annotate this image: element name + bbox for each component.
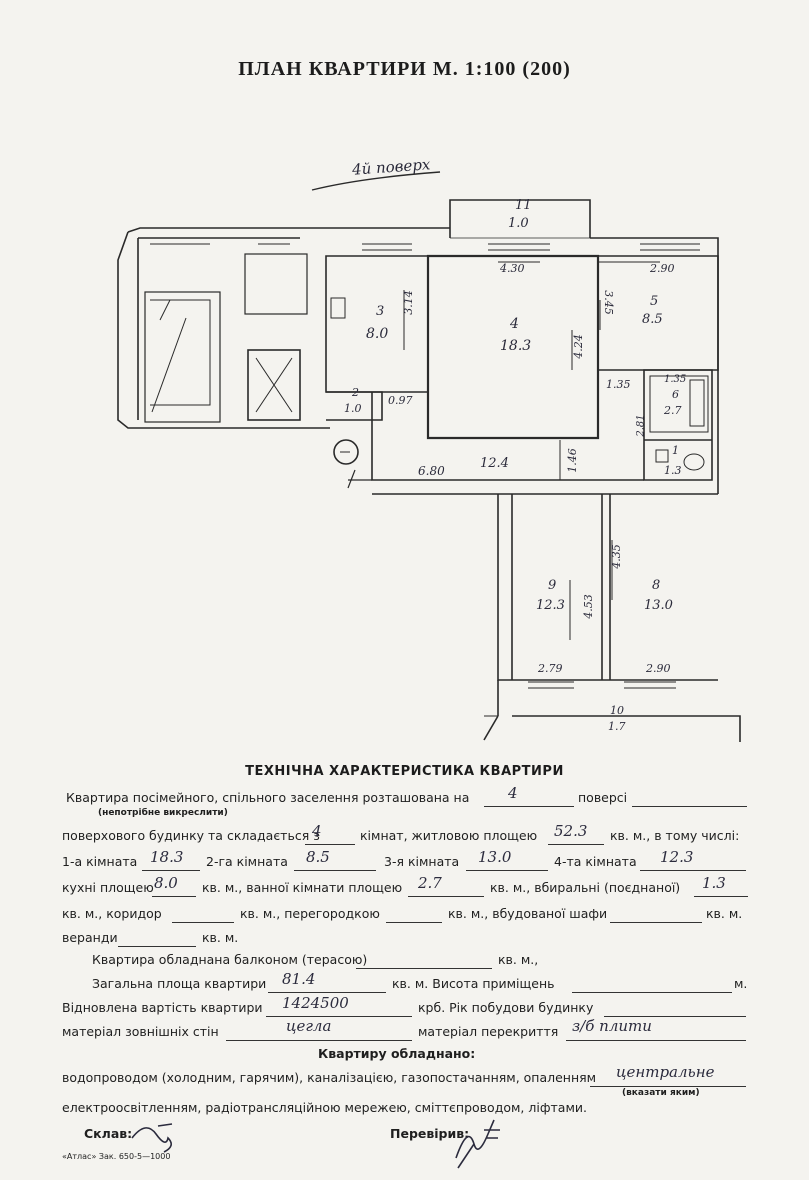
room-area: 1.7 [608, 720, 626, 733]
room-area: 8.0 [366, 326, 389, 342]
room2-area: 8.5 [306, 848, 330, 866]
floor-value: 4 [508, 784, 518, 802]
dimension: 6.80 [418, 464, 445, 478]
room-area: 1.0 [508, 216, 529, 231]
living-area: 52.3 [554, 822, 588, 840]
room-area: 12.4 [480, 456, 509, 471]
room4-area: 12.3 [660, 848, 694, 866]
room-label: 10 [610, 704, 624, 717]
dimension: 4.53 [581, 594, 595, 619]
room-area: 2.7 [664, 404, 682, 417]
dimension: 4.24 [571, 334, 585, 359]
text-line: веранди [62, 930, 118, 945]
text-line: крб. Рік побудови будинку [418, 1000, 594, 1015]
text-line: кв. м., ванної кімнати площею [202, 880, 403, 895]
dimension: 0.97 [388, 394, 413, 407]
room-label: 2 [352, 386, 359, 399]
room-label: 8 [652, 578, 661, 593]
room-label: 4 [510, 316, 519, 332]
floor-material: з/б плити [572, 1017, 652, 1035]
text-line: електроосвітленням, радіотрансляційною м… [62, 1100, 587, 1115]
floor-plan [117, 171, 741, 742]
room1-area: 18.3 [150, 848, 184, 866]
text-line: кв. м., вбиральні (поєднаної) [490, 880, 681, 895]
dimension: 1.35 [664, 374, 687, 385]
text-line: кв. м., перегородкою [240, 906, 380, 921]
text-line: Загальна площа квартири [92, 976, 267, 991]
text-line: кухні площею [62, 880, 154, 895]
room3-area: 13.0 [478, 848, 512, 866]
text-line: кв. м., [498, 952, 539, 967]
room-label: 6 [672, 388, 679, 401]
text-line: кімнат, житловою площею [360, 828, 538, 843]
dimension: 2.81 [635, 414, 647, 437]
checked-label: Перевірив: [390, 1126, 470, 1141]
dimension: 2.90 [646, 662, 671, 675]
apartment-value: 1424500 [282, 994, 349, 1012]
kitchen-area: 8.0 [154, 874, 178, 892]
text-line: Відновлена вартість квартири [62, 1000, 263, 1015]
text-line: 4-та кімната [554, 854, 637, 869]
text-line: м. [734, 976, 748, 991]
dimension: 3.14 [401, 290, 415, 315]
text-line: кв. м., вбудованої шафи [448, 906, 608, 921]
heating-type: центральне [616, 1063, 715, 1081]
dimension: 2.79 [538, 662, 563, 675]
room-area: 8.5 [642, 312, 663, 327]
room-label: 3 [376, 304, 385, 319]
text-line: кв. м. [202, 930, 239, 945]
rooms-count: 4 [312, 822, 322, 840]
page-title: ПЛАН КВАРТИРИ М. 1:100 (200) [238, 58, 571, 80]
text-line: 3-я кімната [384, 854, 460, 869]
text-line: водопроводом (холодним, гарячим), каналі… [62, 1070, 597, 1085]
wall-material: цегла [286, 1017, 332, 1035]
wc-area: 1.3 [702, 874, 726, 892]
hint: (непотрібне викреслити) [98, 808, 228, 818]
tech-heading: ТЕХНІЧНА ХАРАКТЕРИСТИКА КВАРТИРИ [245, 764, 564, 779]
room-area: 1.0 [344, 402, 362, 415]
text-line: кв. м., коридор [62, 906, 162, 921]
text-line: Квартира обладнана балконом (терасою) [92, 952, 368, 967]
room-area: 18.3 [500, 338, 532, 354]
text-line: кв. м. [706, 906, 743, 921]
signature-checker [455, 1119, 500, 1169]
text-line: матеріал зовнішніх стін [62, 1024, 219, 1039]
dimension: 3.45 [601, 290, 615, 315]
room-label: 1 [672, 444, 679, 457]
dimension: 1.35 [606, 378, 631, 391]
dimension: 2.90 [650, 262, 675, 275]
room-area: 1.3 [664, 464, 682, 477]
room-label: 5 [650, 294, 659, 309]
room-area: 13.0 [644, 598, 673, 613]
room-area: 12.3 [536, 598, 565, 613]
text-line: поверсі [578, 790, 628, 805]
bath-area: 2.7 [418, 874, 442, 892]
dimension: 4.30 [500, 262, 525, 275]
text-line: кв. м. Висота приміщень [392, 976, 555, 991]
text-line: 2-га кімната [206, 854, 288, 869]
hint: (вказати яким) [622, 1088, 700, 1098]
text-line: 1-а кімната [62, 854, 138, 869]
room-label: 9 [548, 578, 557, 593]
text-line: Квартира посімейного, спільного заселенн… [66, 790, 470, 805]
dimension: 1.46 [565, 448, 579, 473]
composed-label: Склав: [84, 1126, 133, 1141]
text-line: поверхового будинку та складається з [62, 828, 320, 843]
room-label: 11 [515, 198, 532, 213]
text-line: кв. м., в тому числі: [610, 828, 740, 843]
dimension: 4.35 [609, 544, 623, 569]
signature-composer [131, 1123, 173, 1153]
text-line: матеріал перекриття [418, 1024, 559, 1039]
footer-print: «Атлас» Зак. 650-5—1000 [62, 1152, 171, 1161]
equipped-heading: Квартиру обладнано: [318, 1046, 476, 1061]
total-area: 81.4 [282, 970, 316, 988]
